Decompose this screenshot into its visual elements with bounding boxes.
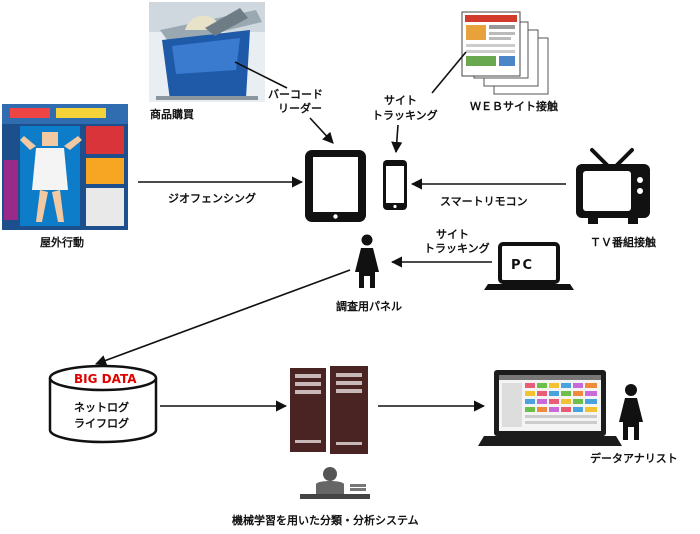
tv-icon [576, 148, 650, 224]
label-shopping: 商品購買 [150, 107, 194, 121]
label-netlog: ネットログ [74, 400, 129, 414]
label-barcode-reader-line1: バーコード [268, 88, 323, 101]
shopping-cart-photo [149, 2, 265, 102]
label-bigdata: BIG DATA [74, 372, 137, 386]
label-ml-system: 機械学習を用いた分類・分析システム [232, 513, 419, 527]
arrow-panel-to-bigdata [94, 269, 351, 366]
server-rack-icon [290, 366, 368, 454]
line-shopping-to-barcode [234, 61, 288, 89]
panel-person-icon [355, 234, 379, 288]
arrow-barcode-reader [309, 117, 334, 144]
analyst-laptop-icon [478, 370, 622, 446]
label-analyst: データアナリスト [590, 451, 678, 465]
analyst-person-icon [619, 384, 643, 440]
outdoor-billboard-photo [2, 104, 128, 230]
line-web-to-tracking [431, 51, 467, 94]
arrow-site-tracking-top [391, 124, 403, 154]
label-outdoor: 屋外行動 [40, 235, 84, 249]
label-barcode-reader-line2: リーダー [278, 101, 322, 115]
worker-at-desk-icon [300, 467, 370, 499]
bigdata-database-cylinder [48, 364, 158, 444]
label-web-contact: ＷＥＢサイト接触 [470, 99, 558, 113]
label-site-tracking-top-line1: サイト [384, 94, 417, 107]
website-screenshots [461, 11, 549, 95]
label-lifelog: ライフログ [74, 416, 129, 430]
label-panel: 調査用パネル [336, 299, 402, 313]
tablet-icon [305, 150, 366, 222]
label-geofencing: ジオフェンシング [168, 191, 256, 205]
label-site-tracking-pc-line2: トラッキング [424, 241, 490, 255]
smartphone-icon [383, 160, 407, 210]
label-pc: PC [511, 258, 534, 273]
label-smart-remote: スマートリモコン [440, 195, 528, 208]
label-site-tracking-top-line2: トラッキング [372, 108, 438, 122]
pc-laptop-icon [484, 242, 574, 290]
label-site-tracking-pc-line1: サイト [436, 228, 469, 241]
label-tv-contact: ＴＶ番組接触 [590, 235, 656, 249]
